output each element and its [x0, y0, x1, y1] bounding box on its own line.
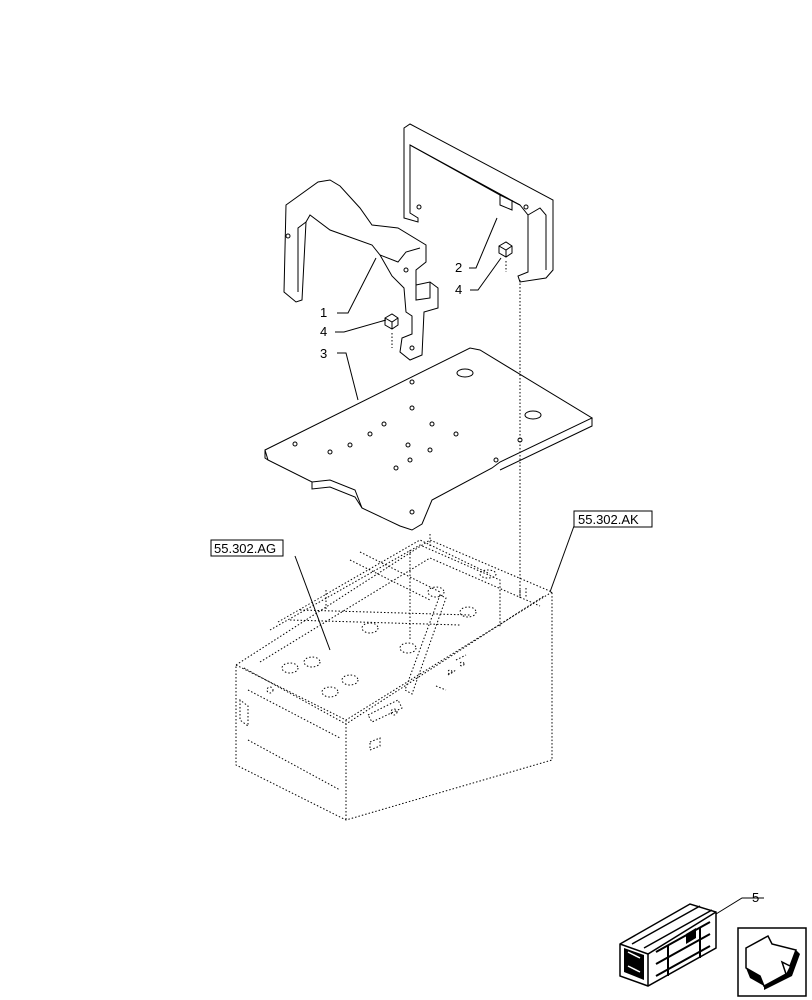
callout-3: 3	[320, 346, 327, 361]
next-page-arrow-icon[interactable]	[737, 927, 807, 997]
leader-lines	[294, 217, 764, 915]
bracket-part-2	[403, 123, 554, 283]
callout-4a: 4	[320, 324, 327, 339]
callout-1: 1	[320, 305, 327, 320]
callout-label: 1	[320, 305, 327, 320]
callout-label: 3	[320, 346, 327, 361]
reference-label: 55.302.AG	[214, 541, 276, 556]
callout-label: 4	[455, 282, 462, 297]
battery-box-phantom	[235, 534, 553, 821]
callout-label: 2	[455, 260, 462, 275]
plate-part-3	[264, 347, 594, 531]
reference-55-302-ag[interactable]: 55.302.AG	[210, 539, 284, 557]
callout-4b: 4	[455, 282, 462, 297]
callout-2: 2	[455, 260, 462, 275]
nut-part-4a	[384, 313, 399, 348]
callout-label: 4	[320, 324, 327, 339]
callout-5: 5	[752, 890, 759, 905]
callout-label: 5	[752, 890, 759, 905]
nut-part-4b	[498, 241, 513, 272]
reference-label: 55.302.AK	[578, 512, 639, 527]
reference-55-302-ak[interactable]: 55.302.AK	[573, 510, 653, 528]
bracket-part-1	[283, 179, 439, 361]
shipping-crate-icon	[619, 903, 717, 987]
